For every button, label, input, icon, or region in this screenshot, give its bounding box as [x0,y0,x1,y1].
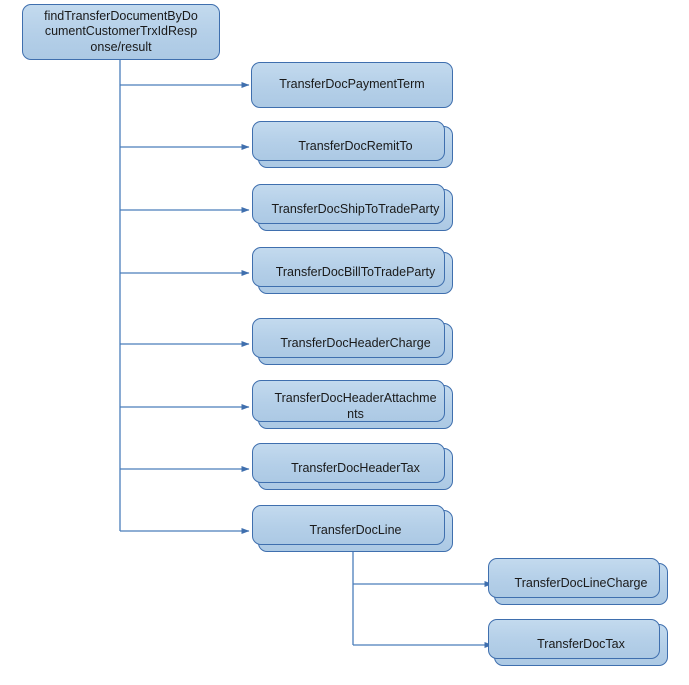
node-transfer-doc-remit-to[interactable]: TransferDocRemitTo [252,121,453,168]
node-transfer-doc-line-charge-label: TransferDocLineCharge [514,576,648,591]
node-root[interactable]: findTransferDocumentByDo cumentCustomerT… [22,4,220,60]
node-transfer-doc-line-charge[interactable]: TransferDocLineCharge [488,558,668,605]
node-transfer-doc-bill-to-trade-party-label: TransferDocBillToTradeParty [275,265,436,280]
node-transfer-doc-remit-to-label: TransferDocRemitTo [298,139,413,154]
node-transfer-doc-ship-to-trade-party[interactable]: TransferDocShipToTradeParty [252,184,453,231]
node-transfer-doc-header-tax[interactable]: TransferDocHeaderTax [252,443,453,490]
node-transfer-doc-payment-term-label: TransferDocPaymentTerm [279,77,425,92]
node-transfer-doc-payment-term[interactable]: TransferDocPaymentTerm [251,62,453,108]
node-transfer-doc-header-charge-label: TransferDocHeaderCharge [280,336,431,351]
node-transfer-doc-line-label: TransferDocLine [309,523,402,538]
node-transfer-doc-header-attachments[interactable]: TransferDocHeaderAttachme nts [252,380,453,429]
node-transfer-doc-tax[interactable]: TransferDocTax [488,619,668,666]
node-transfer-doc-header-charge[interactable]: TransferDocHeaderCharge [252,318,453,365]
node-transfer-doc-ship-to-trade-party-label: TransferDocShipToTradeParty [271,202,440,217]
node-transfer-doc-tax-label: TransferDocTax [537,637,625,652]
node-root-label: findTransferDocumentByDo cumentCustomerT… [44,8,198,54]
node-transfer-doc-bill-to-trade-party[interactable]: TransferDocBillToTradeParty [252,247,453,294]
node-transfer-doc-header-attachments-label: TransferDocHeaderAttachme nts [274,391,437,421]
node-transfer-doc-header-tax-label: TransferDocHeaderTax [291,461,420,476]
node-transfer-doc-line[interactable]: TransferDocLine [252,505,453,552]
